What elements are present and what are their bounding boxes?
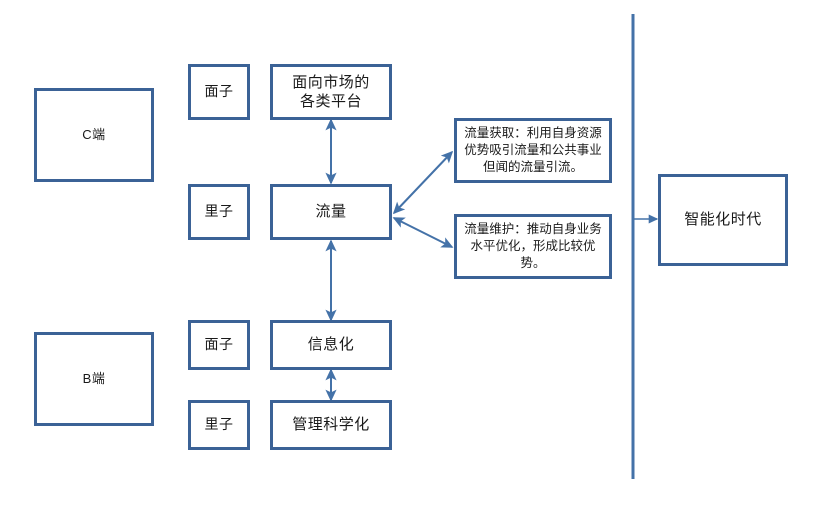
node-platforms-line2: 各类平台 — [299, 93, 362, 110]
node-lizi-top[interactable]: 里子 — [188, 184, 250, 240]
node-mianzi-bottom[interactable]: 面子 — [188, 320, 250, 370]
node-platforms-line1: 面向市场的 — [292, 73, 370, 91]
node-management-label: 管理科学化 — [292, 416, 370, 434]
connector-traffic-note-maintain — [392, 217, 454, 248]
connector-traffic-note-acquire — [392, 150, 454, 215]
node-management[interactable]: 管理科学化 — [270, 400, 392, 450]
node-intelligent-era-label: 智能化时代 — [684, 211, 762, 229]
node-b-end[interactable]: B端 — [34, 332, 154, 426]
note-traffic-maintain-text: 流量维护：推动自身业务水平优化，形成比较优势。 — [464, 222, 602, 270]
node-traffic[interactable]: 流量 — [270, 184, 392, 240]
node-mianzi-bottom-label: 面子 — [204, 336, 234, 353]
node-mianzi-top[interactable]: 面子 — [188, 64, 250, 120]
node-lizi-bottom[interactable]: 里子 — [188, 400, 250, 450]
note-traffic-acquire-text: 流量获取：利用自身资源优势吸引流量和公共事业但闻的流量引流。 — [464, 126, 602, 174]
node-lizi-top-label: 里子 — [204, 203, 234, 220]
node-mianzi-top-label: 面子 — [204, 83, 234, 100]
node-informatization-label: 信息化 — [307, 336, 355, 354]
node-intelligent-era[interactable]: 智能化时代 — [658, 174, 788, 266]
note-traffic-maintain[interactable]: 流量维护：推动自身业务水平优化，形成比较优势。 — [454, 214, 612, 279]
node-lizi-bottom-label: 里子 — [204, 416, 234, 433]
node-c-end[interactable]: C端 — [34, 88, 154, 182]
node-b-end-label: B端 — [82, 370, 106, 386]
node-c-end-label: C端 — [82, 126, 106, 142]
node-informatization[interactable]: 信息化 — [270, 320, 392, 370]
node-platforms[interactable]: 面向市场的 各类平台 — [270, 64, 392, 120]
note-traffic-acquire[interactable]: 流量获取：利用自身资源优势吸引流量和公共事业但闻的流量引流。 — [454, 118, 612, 183]
node-traffic-label: 流量 — [315, 203, 347, 221]
